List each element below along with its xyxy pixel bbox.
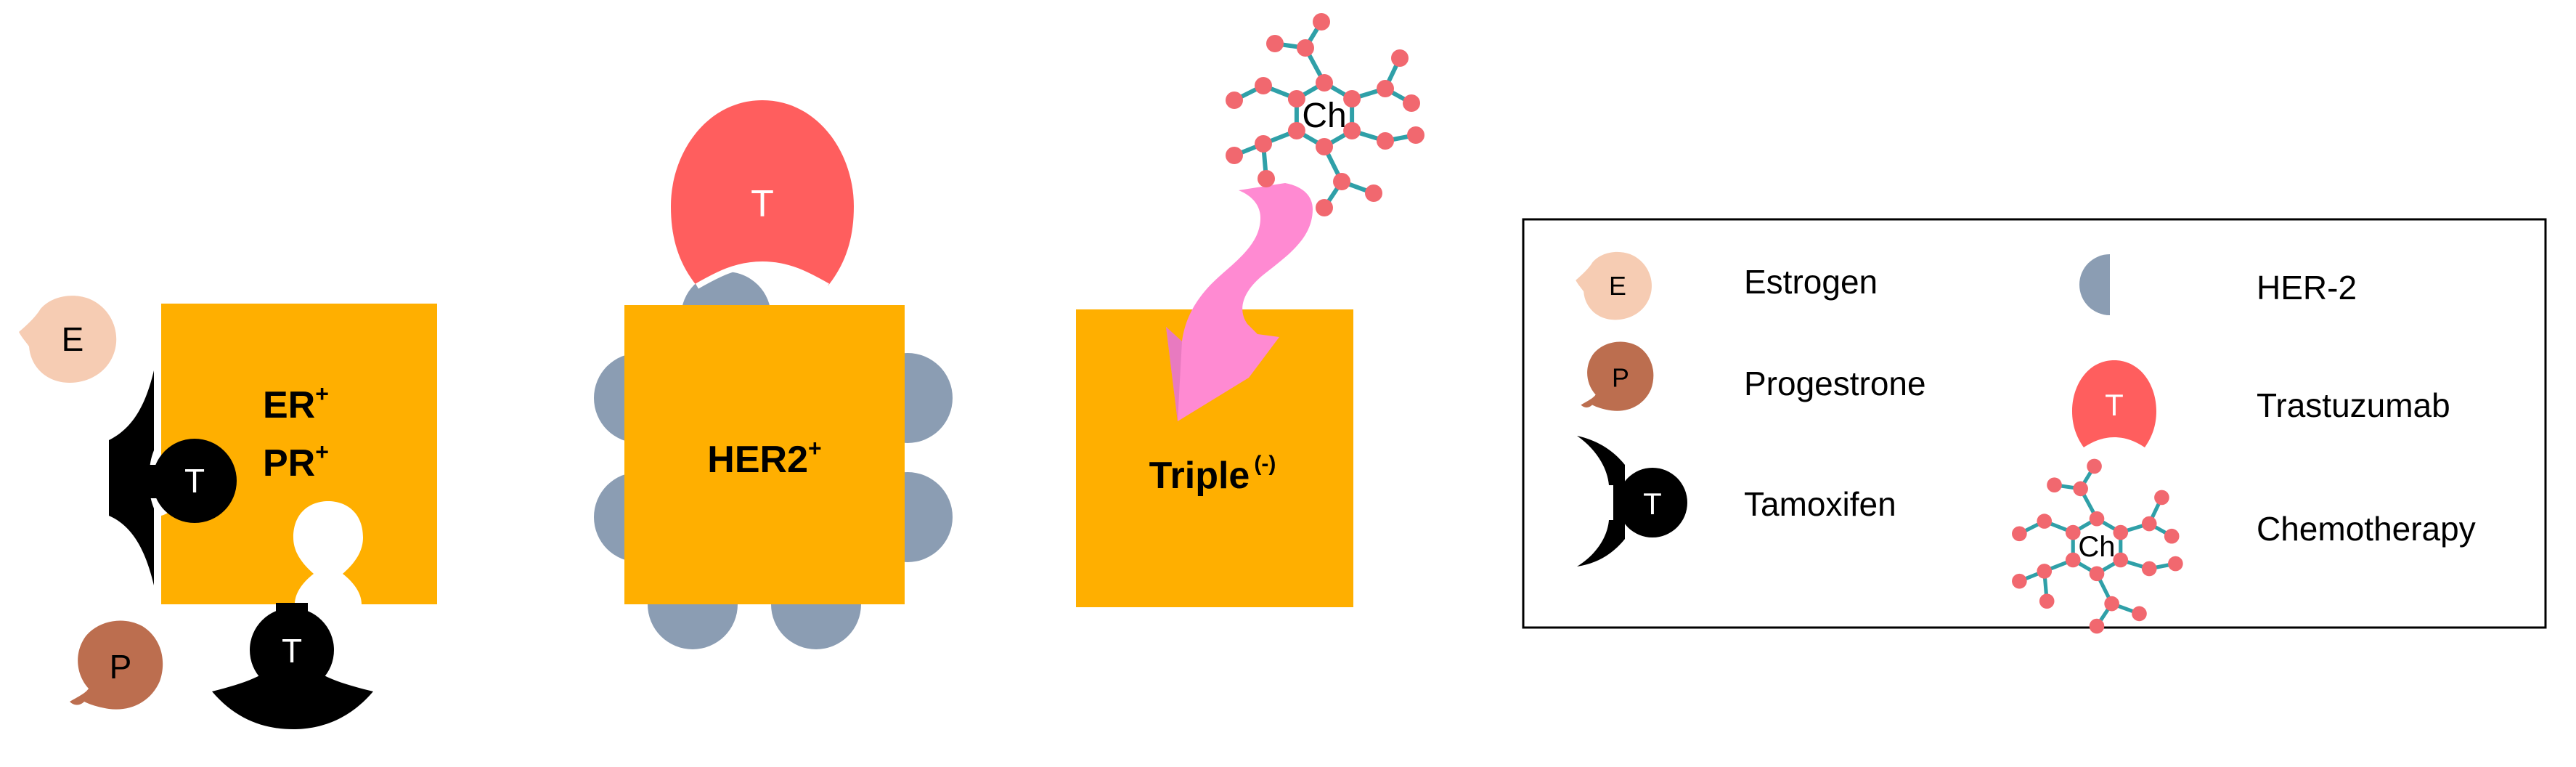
chemo-atom bbox=[2104, 596, 2119, 612]
chemo-atom bbox=[2089, 511, 2105, 527]
chemo-atom bbox=[2132, 606, 2147, 622]
chemotherapy-symbol-main: Ch bbox=[1302, 97, 1346, 135]
chemo-atom bbox=[2012, 526, 2027, 542]
tamoxifen-symbol-left: T bbox=[184, 462, 205, 500]
chemo-atom bbox=[1407, 126, 1424, 144]
her2-panel: T HER2+ bbox=[594, 100, 953, 649]
chemo-atom bbox=[2065, 524, 2081, 540]
svg-text:E: E bbox=[1609, 272, 1626, 301]
chemo-atom bbox=[1266, 35, 1284, 52]
legend-estrogen-icon: E bbox=[1576, 251, 1652, 320]
estrogen-symbol: E bbox=[62, 320, 84, 358]
chemo-atom bbox=[2089, 566, 2105, 582]
her2-label: HER2+ bbox=[707, 435, 821, 481]
legend-her2-label: HER-2 bbox=[2257, 269, 2357, 307]
chemotherapy-molecule bbox=[1226, 13, 1424, 216]
legend-tamoxifen-label: Tamoxifen bbox=[1744, 485, 1896, 523]
legend-border bbox=[1522, 218, 2547, 629]
tamoxifen-left: T bbox=[109, 370, 237, 585]
chemo-atom bbox=[1365, 184, 1382, 202]
triple-label: Triple(-) bbox=[1149, 452, 1276, 497]
chemo-atom bbox=[1258, 170, 1275, 187]
chemo-atom bbox=[2154, 490, 2169, 506]
svg-text:P: P bbox=[1612, 363, 1629, 392]
tamoxifen-bottom: T bbox=[212, 603, 373, 729]
trastuzumab-bound: T bbox=[671, 100, 854, 289]
trastuzumab-symbol-bound: T bbox=[751, 183, 774, 225]
progesterone-molecule: P bbox=[70, 620, 163, 710]
chemo-atom bbox=[2039, 593, 2055, 609]
legend: E Estrogen P Progestrone T Tamoxifen HER… bbox=[1522, 218, 2547, 634]
tamoxifen-symbol-bottom: T bbox=[282, 632, 302, 670]
chemo-atom bbox=[2164, 528, 2180, 544]
chemo-atom bbox=[2087, 458, 2102, 474]
her2-cell bbox=[624, 305, 905, 604]
chemo-atom bbox=[1287, 122, 1305, 139]
chemo-atom bbox=[2073, 481, 2088, 497]
chemo-atom bbox=[1316, 74, 1333, 92]
legend-tamoxifen-icon: T bbox=[1577, 436, 1687, 567]
legend-trastuzumab-label: Trastuzumab bbox=[2257, 386, 2450, 424]
legend-progesterone-label: Progestrone bbox=[1744, 365, 1926, 402]
pr-label: PR+ bbox=[263, 439, 329, 484]
chemo-atom bbox=[1316, 199, 1333, 216]
chemo-atom bbox=[2141, 516, 2157, 532]
chemo-atom bbox=[1287, 90, 1305, 107]
chemo-atom bbox=[1297, 39, 1314, 57]
chemo-atom bbox=[1377, 132, 1394, 150]
chemo-arrow bbox=[1166, 183, 1313, 421]
legend-trastuzumab-icon: T bbox=[2072, 360, 2156, 447]
progesterone-symbol: P bbox=[110, 648, 132, 686]
chemo-atom bbox=[1226, 92, 1243, 109]
chemo-atom bbox=[1391, 49, 1409, 67]
chemo-atom bbox=[1377, 80, 1394, 97]
legend-chemotherapy-label: Chemotherapy bbox=[2257, 510, 2476, 548]
legend-estrogen-label: Estrogen bbox=[1744, 263, 1878, 301]
er-pr-panel: ER+ PR+ E T T bbox=[19, 296, 437, 729]
chemo-atom bbox=[1403, 94, 1420, 112]
chemo-atom bbox=[2047, 477, 2062, 493]
chemo-atom bbox=[1316, 138, 1333, 155]
chemo-atom bbox=[2113, 524, 2129, 540]
chemo-atom bbox=[1255, 135, 1272, 153]
chemo-atom bbox=[1343, 90, 1361, 107]
er-label: ER+ bbox=[263, 381, 329, 426]
chemo-atom bbox=[1313, 13, 1330, 31]
svg-text:T: T bbox=[2105, 388, 2124, 422]
legend-chemotherapy-icon bbox=[2012, 458, 2183, 634]
chemo-atom bbox=[2065, 552, 2081, 568]
chemo-atom bbox=[2012, 573, 2027, 589]
chemo-atom bbox=[1255, 77, 1272, 94]
legend-chemotherapy-symbol: Ch bbox=[2078, 531, 2115, 563]
chemo-atom bbox=[2037, 514, 2053, 529]
triple-panel: Triple(-) Ch bbox=[1076, 13, 1424, 607]
chemo-atom bbox=[2089, 618, 2105, 634]
chemo-atom bbox=[1343, 122, 1361, 139]
legend-progesterone-icon: P bbox=[1581, 341, 1654, 411]
svg-text:T: T bbox=[1643, 487, 1662, 521]
er-pr-cell bbox=[161, 304, 437, 604]
chemo-atom bbox=[2113, 552, 2129, 568]
chemo-atom bbox=[1226, 147, 1243, 164]
chemo-atom bbox=[2141, 561, 2157, 577]
chemo-atom bbox=[2168, 556, 2183, 572]
chemo-atom bbox=[1333, 173, 1350, 190]
estrogen-molecule: E bbox=[19, 296, 117, 383]
chemo-atom bbox=[2037, 564, 2053, 579]
